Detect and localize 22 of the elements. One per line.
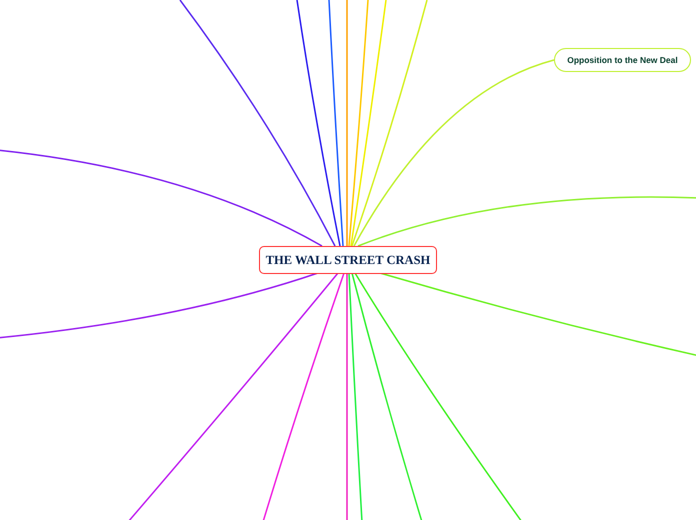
topic-box xyxy=(259,246,437,274)
branch-line xyxy=(262,272,345,520)
branch-line xyxy=(346,273,348,520)
branch-line xyxy=(351,0,428,246)
branch-line xyxy=(348,0,369,246)
branch-line xyxy=(0,149,322,247)
subtopic-box xyxy=(554,48,691,72)
branch-line xyxy=(127,272,339,520)
branch-line xyxy=(353,59,554,246)
branch-line xyxy=(328,0,344,246)
branch-line xyxy=(346,0,348,246)
branch-line xyxy=(380,272,696,357)
branch-line xyxy=(358,196,696,247)
branch-line xyxy=(0,272,318,339)
branch-line xyxy=(179,0,336,246)
branch-line xyxy=(354,272,523,520)
subtopic-text: Opposition to the New Deal xyxy=(567,55,678,65)
branch-line xyxy=(350,0,387,246)
branch-line xyxy=(351,272,423,520)
branch-line xyxy=(348,272,363,520)
branch-line xyxy=(296,0,341,246)
topic-title: THE WALL STREET CRASH xyxy=(266,252,430,268)
